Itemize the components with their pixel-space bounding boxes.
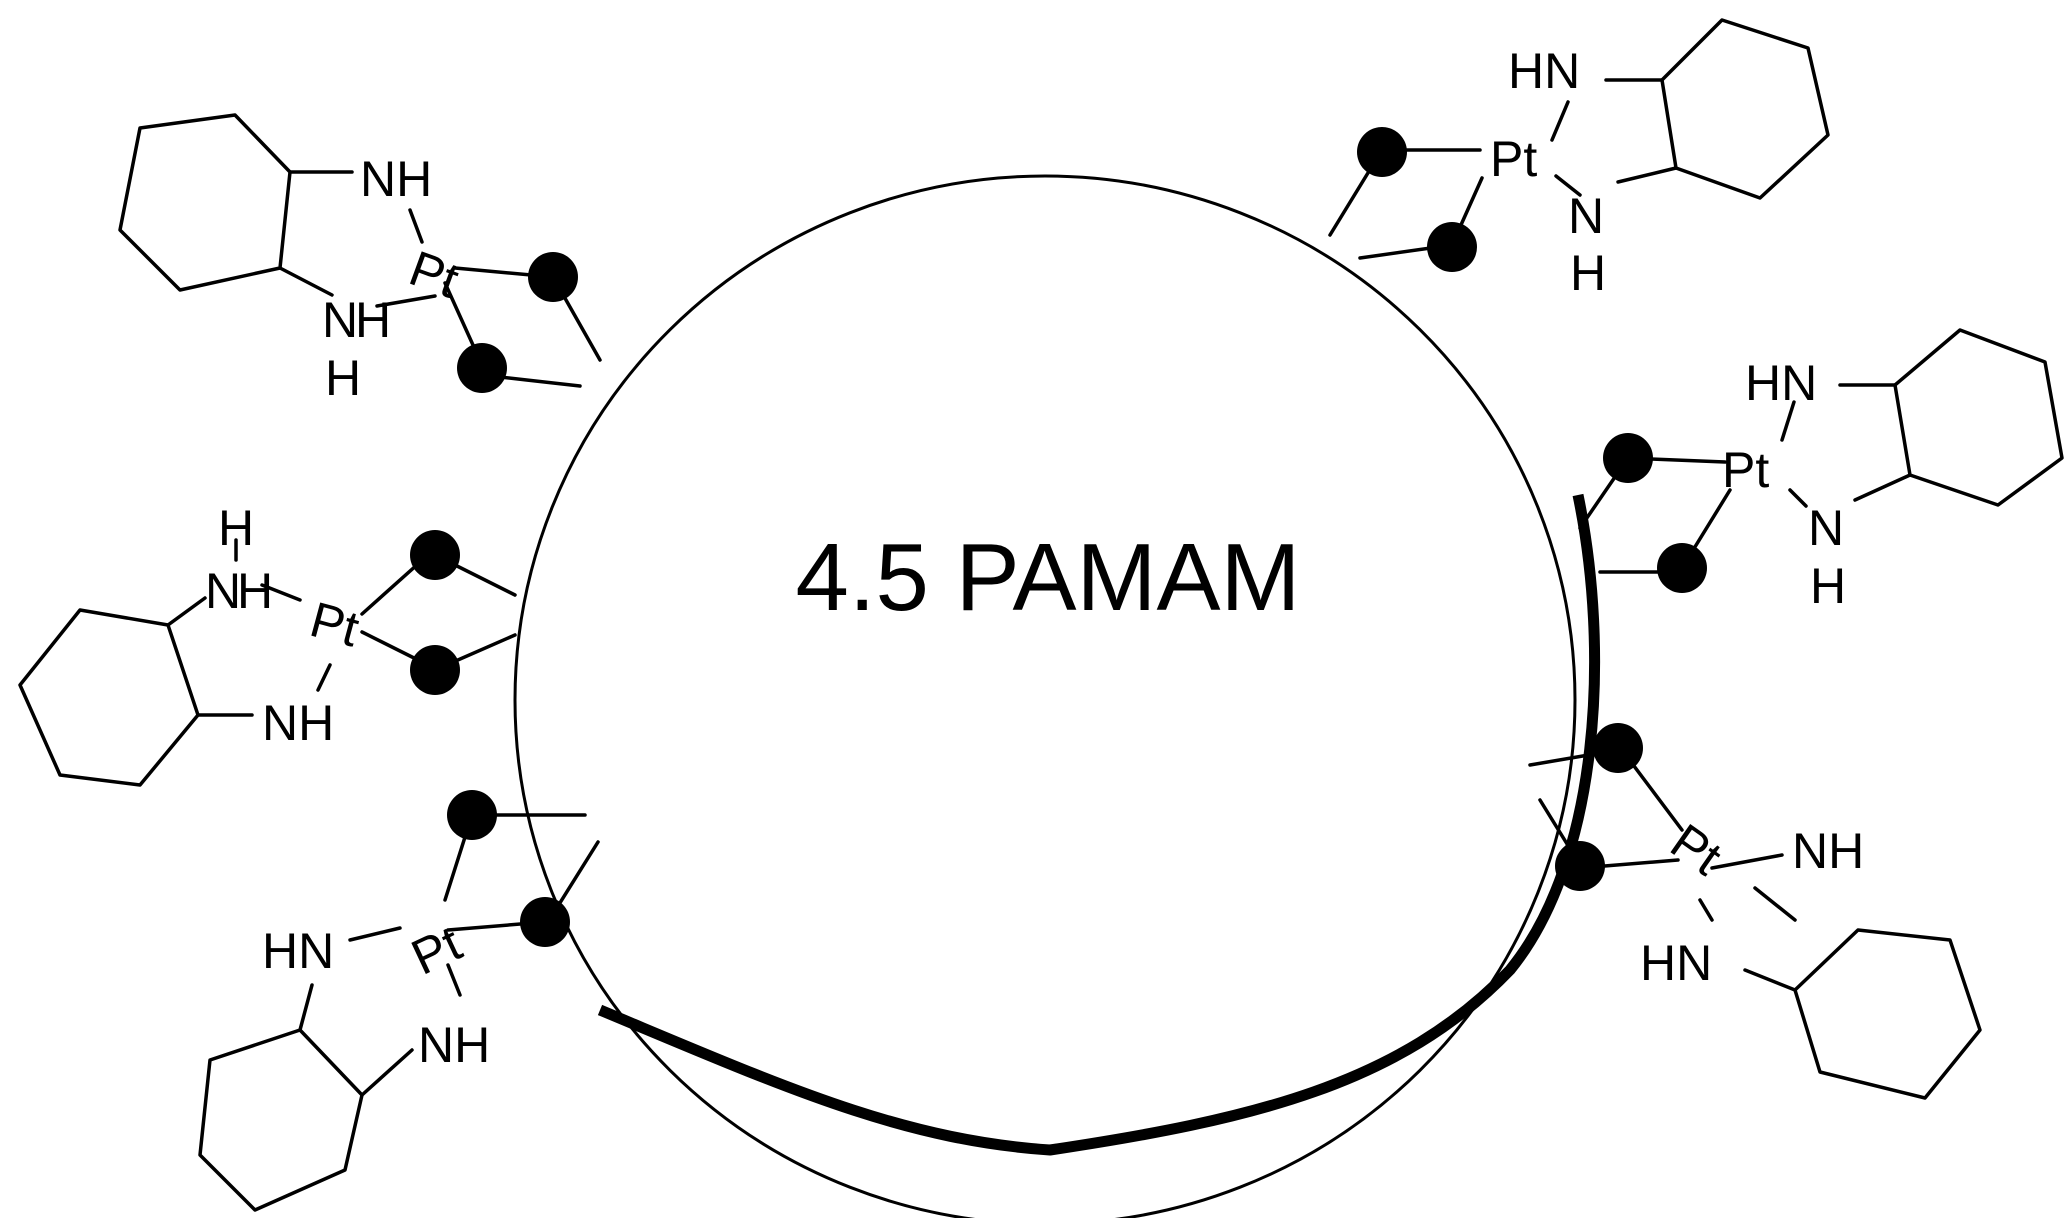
pt-complex-middle-left: H N H Pt NH [18, 500, 517, 787]
hn-label: HN [1640, 935, 1712, 991]
pt-complex-middle-right: HN Pt N H [1578, 328, 2064, 614]
bond [278, 266, 334, 297]
bond [375, 294, 437, 308]
hn-label: HN [262, 923, 334, 979]
bond [1550, 100, 1570, 142]
bond [166, 596, 207, 627]
h-label: H [237, 563, 273, 619]
bond [348, 926, 402, 942]
h-label: H [355, 292, 391, 348]
bond [446, 963, 462, 997]
nh-label: NH [418, 1017, 490, 1073]
nh-label: NH [262, 695, 334, 751]
carboxylate-dot [447, 790, 497, 840]
h-label: H [1570, 245, 1606, 301]
carboxylate-dot [1657, 543, 1707, 593]
bond [360, 1048, 414, 1097]
carboxylate-dot [1427, 222, 1477, 272]
carboxylate-dot [1593, 723, 1643, 773]
core-ellipse [513, 174, 1577, 1218]
core-thick-rim [597, 493, 1601, 1156]
nh-label: NH [1792, 823, 1864, 879]
n-label: N [322, 292, 358, 348]
pt-label: Pt [1661, 813, 1732, 886]
carboxylate-dot [1555, 841, 1605, 891]
nh-label: NH [360, 151, 432, 207]
pt-label: Pt [1722, 442, 1769, 498]
h-label: H [1810, 558, 1846, 614]
core-label: 4.5 PAMAM [795, 524, 1300, 631]
bond [1780, 400, 1796, 442]
bond [1710, 853, 1784, 870]
carboxylate-dot [410, 645, 460, 695]
n-label: N [205, 563, 241, 619]
cyclohexane-ring [198, 1028, 364, 1212]
bond [1853, 473, 1912, 502]
h-label: H [325, 350, 361, 406]
bond [1753, 886, 1797, 922]
carboxylate-dot [457, 343, 507, 393]
cyclohexane-ring [118, 113, 292, 292]
bond [1554, 174, 1582, 197]
carboxylate-dot [1357, 127, 1407, 177]
n-label: N [1568, 188, 1604, 244]
cyclohexane-ring [18, 608, 200, 787]
cyclohexane-ring [1793, 928, 1982, 1100]
bond [1743, 968, 1797, 992]
carboxylate-dot [410, 530, 460, 580]
hn-label: HN [1745, 355, 1817, 411]
hn-label: HN [1508, 43, 1580, 99]
carboxylate-dot [528, 252, 578, 302]
cyclohexane-ring [1893, 328, 2064, 507]
cyclohexane-ring [1660, 18, 1830, 200]
carboxylate-dot [1603, 433, 1653, 483]
bond [260, 583, 302, 602]
carboxylate-dot [520, 897, 570, 947]
bond [316, 663, 332, 692]
pt-label: Pt [403, 915, 470, 986]
h-label: H [218, 500, 254, 556]
pt-complex-top-right: HN Pt N H [1328, 18, 1830, 301]
bond [1788, 488, 1808, 508]
pt-label: Pt [1490, 131, 1537, 187]
pt-label: Pt [305, 591, 365, 657]
pt-complex-top-left: NH N H H Pt [118, 113, 602, 406]
bond [408, 208, 424, 244]
pt-complex-bottom-right: NH Pt HN [1528, 723, 1982, 1100]
bond [1698, 898, 1714, 922]
bond [298, 983, 314, 1032]
dendrimer-core: 4.5 PAMAM [513, 174, 1601, 1218]
bond [1616, 166, 1678, 184]
n-label: N [1808, 500, 1844, 556]
